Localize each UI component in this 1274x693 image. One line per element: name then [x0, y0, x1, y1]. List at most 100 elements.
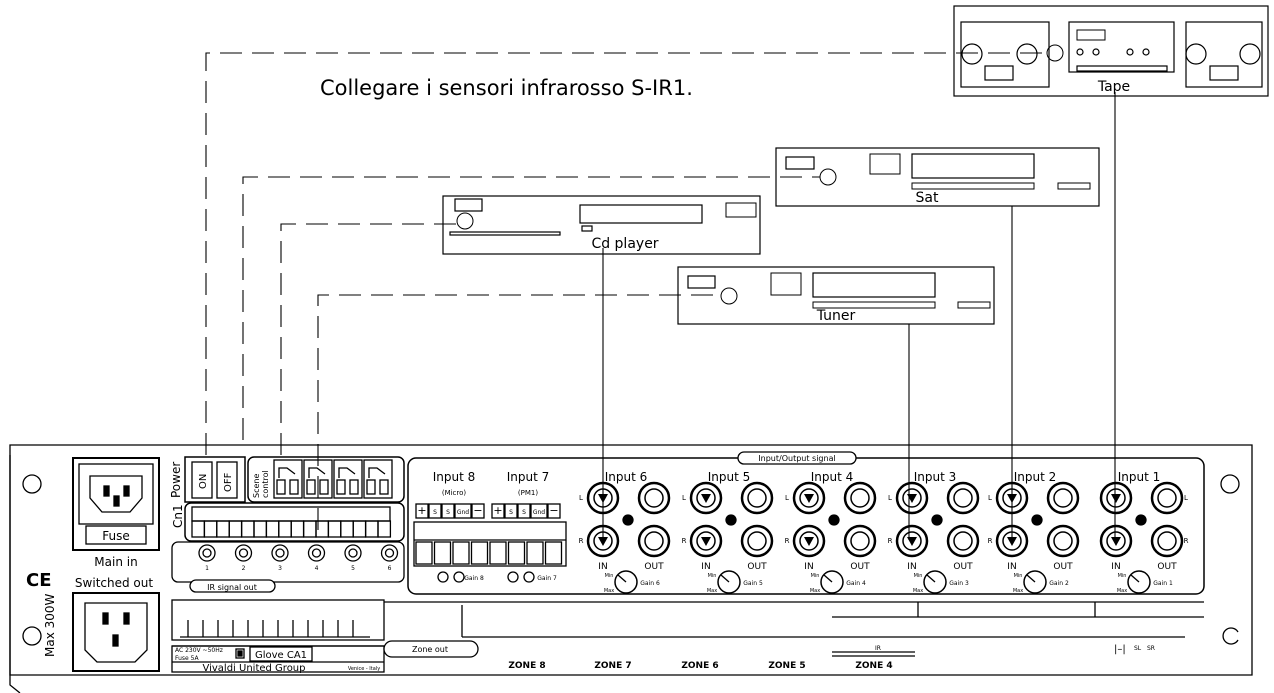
- gain-label: Gain 5: [743, 580, 763, 587]
- terminal-label: S: [433, 509, 437, 516]
- jack-in-label: IN: [1007, 562, 1016, 572]
- ir-sensor-sat: [819, 168, 837, 186]
- ir-cables: [205, 52, 1045, 530]
- knob-max-label: Max: [810, 588, 820, 594]
- knob-max-label: Max: [913, 588, 923, 594]
- device-tape-label: Tape: [1097, 79, 1130, 95]
- power-label: Power: [169, 462, 183, 498]
- ir-cable-cd: [280, 223, 456, 455]
- gain8-label: Gain 8: [464, 575, 484, 582]
- zone-out-label: Zone out: [412, 645, 448, 654]
- sr-label: SR: [1147, 645, 1155, 652]
- maker-name: Vivaldi United Group: [202, 663, 305, 674]
- ac-rating: AC 230V ~50Hz: [175, 647, 223, 654]
- cn1-label: Cn1: [171, 504, 185, 528]
- knob-min-label: Min: [708, 573, 717, 579]
- device-sat: Sat: [775, 147, 1100, 207]
- model-name: Glove CA1: [255, 650, 307, 661]
- audio-cables: [602, 92, 1116, 540]
- scene-label-2: control: [261, 470, 270, 498]
- input7-sub: (PM1): [518, 489, 538, 497]
- device-tape: Tape: [953, 5, 1269, 97]
- terminal-label: S: [446, 509, 450, 516]
- svg-text:+: +: [1138, 516, 1145, 525]
- diagram-title: Collegare i sensori infrarosso S-IR1.: [320, 76, 693, 100]
- ir-jack-number: 3: [278, 565, 282, 572]
- jack-l-label: L: [988, 494, 992, 502]
- jack-r-label: R: [888, 537, 893, 545]
- jack-out-label: OUT: [953, 562, 973, 572]
- knob-min-label: Min: [914, 573, 923, 579]
- terminal-label: Gnd: [533, 509, 545, 516]
- device-cd-player: Cd player: [442, 195, 761, 255]
- ir-signal-out-label: IR signal out: [207, 583, 257, 592]
- input-label: Input 4: [811, 470, 854, 484]
- sl-label: SL: [1134, 645, 1142, 652]
- zone-label-6: ZONE 6: [681, 661, 718, 671]
- knob-min-label: Min: [1014, 573, 1023, 579]
- knob-min-label: Min: [1118, 573, 1127, 579]
- jack-in-label: IN: [598, 562, 607, 572]
- jack-l-label: L: [579, 494, 583, 502]
- zone-label-5: ZONE 5: [768, 661, 805, 671]
- device-cd-label: Cd player: [591, 236, 658, 252]
- on-label: ON: [198, 474, 209, 489]
- ir-jack-number: 5: [351, 565, 355, 572]
- input7-label: Input 7: [507, 470, 550, 484]
- amplifier-panel: Fuse Main in Switched out CE Max 300W Po…: [9, 444, 1253, 693]
- svg-text:+: +: [728, 516, 735, 525]
- gain-label: Gain 4: [846, 580, 866, 587]
- knob-min-label: Min: [605, 573, 614, 579]
- terminal-label: +: [417, 504, 426, 517]
- svg-text:+: +: [831, 516, 838, 525]
- zone-label-4: ZONE 4: [855, 661, 892, 671]
- jack-r-label: R: [579, 537, 584, 545]
- jack-l-label: L: [1184, 494, 1188, 502]
- fuse-label: Fuse: [102, 529, 130, 543]
- jack-in-label: IN: [804, 562, 813, 572]
- ir-out-jack-4: 4: [307, 544, 326, 572]
- device-tuner: Tuner: [677, 266, 995, 325]
- gain-label: Gain 3: [949, 580, 969, 587]
- maker-sub: Venice - Italy: [348, 666, 380, 672]
- switched-out-label: Switched out: [75, 576, 153, 590]
- jack-out-label: OUT: [850, 562, 870, 572]
- ir-out-jack-6: 6: [380, 544, 399, 572]
- jack-r-label: R: [988, 537, 993, 545]
- input-label: Input 2: [1014, 470, 1057, 484]
- ir-out-jack-1: 1: [198, 544, 216, 572]
- knob-max-label: Max: [1117, 588, 1127, 594]
- device-tuner-label: Tuner: [816, 308, 856, 324]
- input8-label: Input 8: [433, 470, 476, 484]
- terminal-label: −: [473, 504, 482, 517]
- fuse-rating: Fuse 5A: [175, 655, 199, 662]
- terminal-label: −: [549, 504, 558, 517]
- knob-max-label: Max: [1013, 588, 1023, 594]
- ir-small-label: IR: [875, 645, 881, 652]
- jack-r-label: R: [785, 537, 790, 545]
- ir-jack-number: 2: [242, 565, 246, 572]
- ir-jack-number: 1: [205, 565, 209, 572]
- terminal-label: S: [522, 509, 526, 516]
- main-in-label: Main in: [94, 555, 137, 569]
- ir-out-jack-2: 2: [234, 544, 253, 572]
- jack-in-label: IN: [1111, 562, 1120, 572]
- svg-text:+: +: [625, 516, 632, 525]
- gain-label: Gain 1: [1153, 580, 1173, 587]
- jack-out-label: OUT: [644, 562, 664, 572]
- max-power-label: Max 300W: [43, 593, 57, 657]
- jack-out-label: OUT: [747, 562, 767, 572]
- terminal-label: S: [509, 509, 513, 516]
- ir-cable-tape: [205, 52, 1045, 455]
- ce-mark: CE: [26, 570, 52, 591]
- zone-label-7: ZONE 7: [594, 661, 631, 671]
- input-label: Input 1: [1118, 470, 1161, 484]
- scene-label-1: Scene: [252, 474, 261, 498]
- ir-jack-number: 4: [315, 565, 319, 572]
- jack-in-label: IN: [701, 562, 710, 572]
- svg-text:+: +: [1034, 516, 1041, 525]
